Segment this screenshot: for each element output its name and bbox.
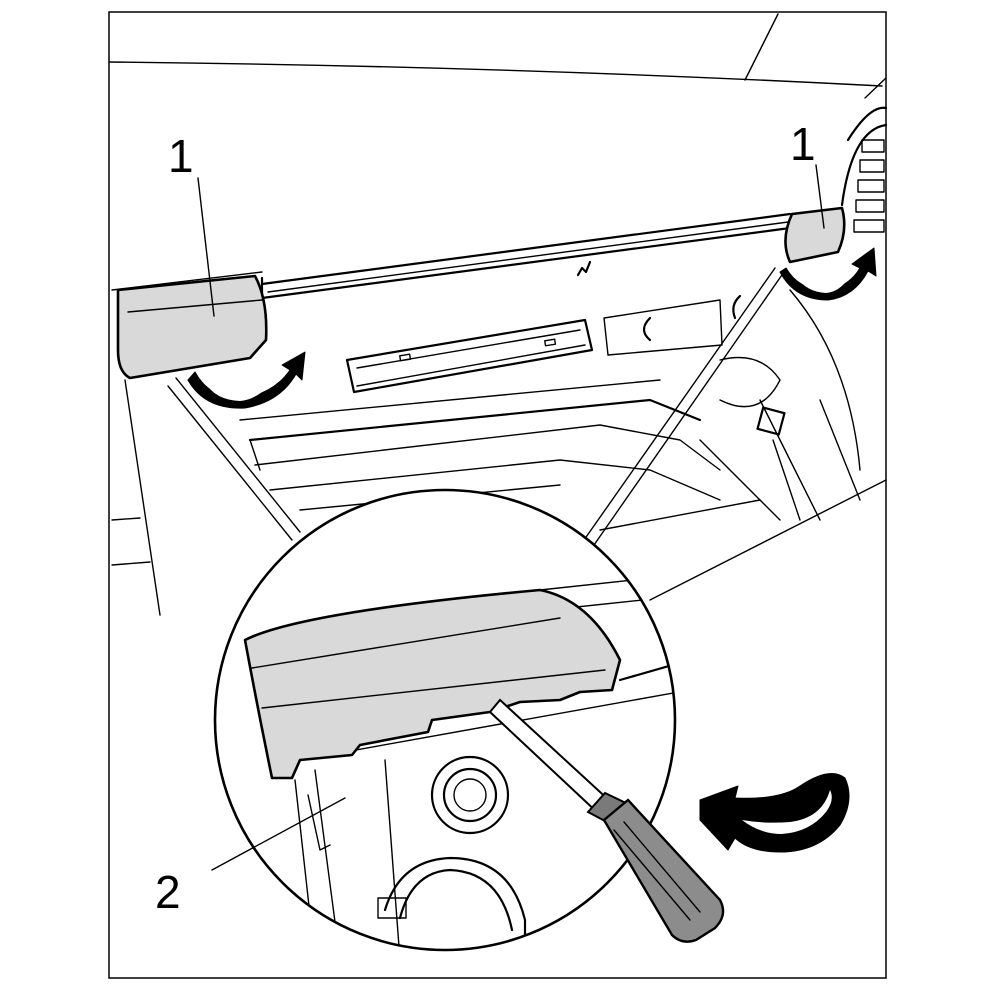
right-rotation-arrow — [779, 247, 877, 301]
left-trim-cover — [116, 274, 268, 380]
dashboard-background — [109, 13, 888, 616]
callout-1-right: 1 — [790, 118, 816, 170]
callout-2: 2 — [155, 866, 181, 918]
right-trim-cover — [784, 206, 846, 264]
screwdriver-icon — [488, 698, 725, 943]
callout-leaders — [197, 164, 825, 871]
detail-leader-lines — [167, 267, 785, 546]
detail-circle — [213, 488, 725, 952]
left-rotation-arrow — [187, 351, 306, 409]
curved-arrow-icon — [699, 773, 850, 853]
callout-1-left: 1 — [168, 130, 194, 182]
